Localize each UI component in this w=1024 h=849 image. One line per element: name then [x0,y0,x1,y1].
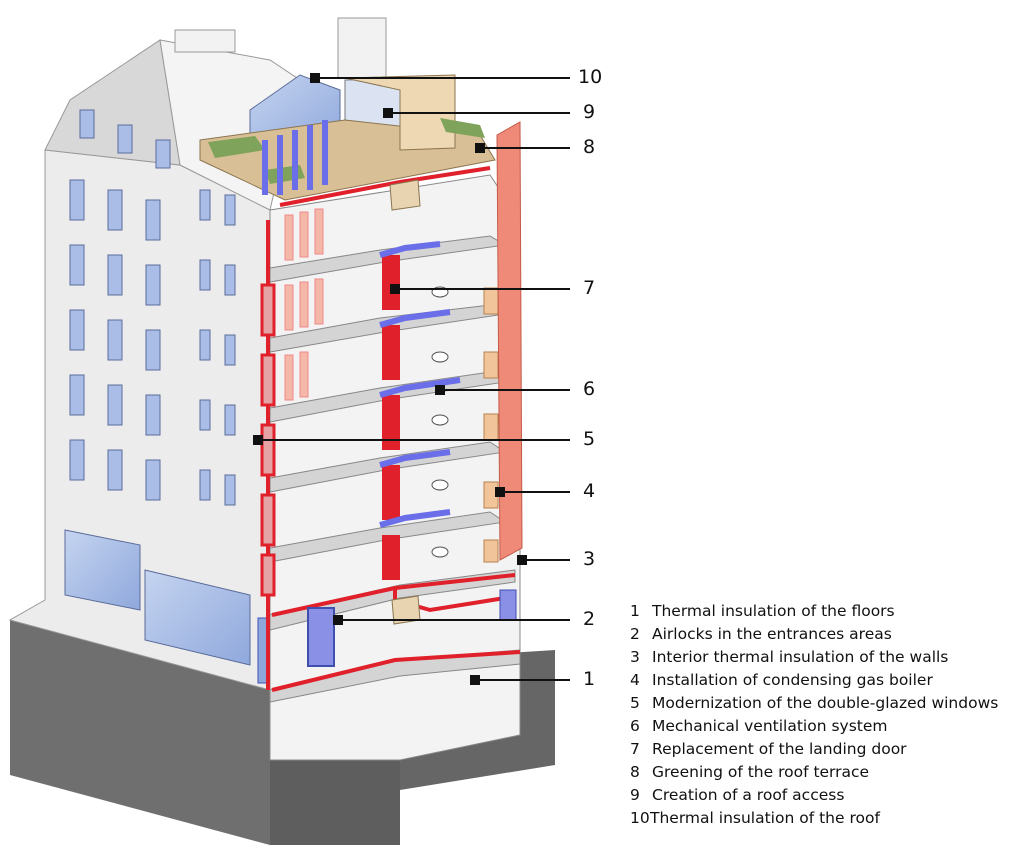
legend-text: Interior thermal insulation of the walls [652,647,949,666]
shopfront-glazing [64,529,273,684]
ventilation-ducts [262,120,461,528]
legend-text: Thermal insulation of the floors [652,601,895,620]
flue-chimney [496,121,523,561]
legend-item: 9 Creation of a roof access [630,783,1020,806]
legend-number: 6 [630,716,640,735]
facade-windows [69,109,236,506]
callout-7: 7 [583,277,596,299]
legend-number: 1 [630,601,640,620]
legend: 1 Thermal insulation of the floors 2 Airlo… [630,599,1020,829]
callout-6: 6 [583,378,596,400]
callout-leaders [253,73,570,685]
legend-text: Mechanical ventilation system [652,716,888,735]
legend-text: Modernization of the double-glazed windo… [652,693,999,712]
callout-3: 3 [583,548,596,570]
stairs [389,179,421,625]
legend-item: 5 Modernization of the double-glazed wind… [630,691,1020,714]
airlock-glazing [307,589,517,667]
legend-text: Greening of the roof terrace [652,762,870,781]
legend-item: 3 Interior thermal insulation of the wall… [630,645,1020,668]
legend-item: 8 Greening of the roof terrace [630,760,1020,783]
callout-1: 1 [583,668,596,690]
callout-5: 5 [583,428,596,450]
landing-doors [382,255,400,580]
callout-2: 2 [583,608,596,630]
legend-number: 8 [630,762,640,781]
legend-number: 7 [630,739,640,758]
legend-item: 7 Replacement of the landing door [630,737,1020,760]
legend-item: 4 Installation of condensing gas boiler [630,668,1020,691]
legend-number: 2 [630,624,640,643]
callout-4: 4 [583,480,596,502]
legend-text: Creation of a roof access [652,785,845,804]
legend-item: 6 Mechanical ventilation system [630,714,1020,737]
legend-item: 2 Airlocks in the entrances areas [630,622,1020,645]
legend-text: Replacement of the landing door [652,739,907,758]
callout-10: 10 [578,66,603,88]
legend-number: 10 [630,808,650,827]
legend-item: 1 Thermal insulation of the floors [630,599,1020,622]
legend-text: Installation of condensing gas boiler [652,670,933,689]
gas-boilers [483,287,499,563]
legend-number: 5 [630,693,640,712]
legend-number: 4 [630,670,640,689]
legend-number: 3 [630,647,640,666]
chimneys [174,17,387,79]
legend-number: 9 [630,785,640,804]
cutaway-windows [260,283,276,597]
legend-text: Thermal insulation of the roof [650,808,880,827]
callout-8: 8 [583,136,596,158]
callout-9: 9 [583,101,596,123]
legend-text: Airlocks in the entrances areas [652,624,892,643]
wall-insulation-panels [284,208,324,401]
